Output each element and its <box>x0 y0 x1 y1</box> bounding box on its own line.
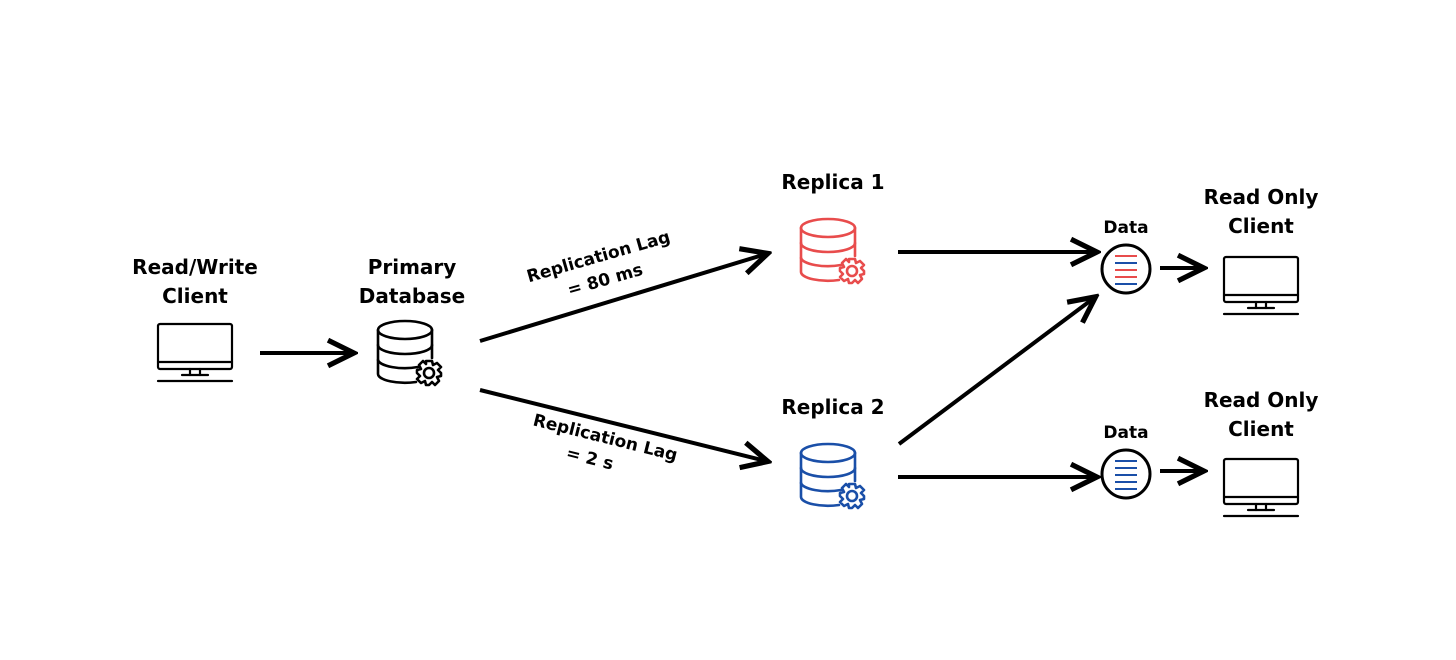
replica-1-node: Replica 1 <box>781 170 885 285</box>
read-only-client-1-label-line1: Read Only <box>1204 185 1319 209</box>
database-gear-icon <box>799 217 866 285</box>
edge-primary-to-replica-1 <box>479 254 766 343</box>
database-gear-icon <box>799 442 866 510</box>
read-write-client-node: Read/Write Client <box>132 255 258 383</box>
database-gear-icon <box>376 319 443 387</box>
read-only-client-1-node: Read Only Client <box>1204 185 1319 316</box>
replica-2-node: Replica 2 <box>781 395 885 510</box>
monitor-icon <box>1222 457 1300 518</box>
monitor-icon <box>156 322 234 383</box>
read-write-client-label-line1: Read/Write <box>132 255 258 279</box>
replication-lag-label-1: Replication Lag = 80 ms <box>525 227 673 300</box>
primary-database-label-line1: Primary <box>368 255 457 279</box>
edge-replica-2-to-data-1 <box>897 298 1094 446</box>
replica-2-label: Replica 2 <box>781 395 884 419</box>
data-1-label: Data <box>1103 218 1148 238</box>
data-record-icon <box>1100 448 1152 500</box>
data-2-label: Data <box>1103 423 1148 443</box>
replica-1-label: Replica 1 <box>781 170 884 194</box>
read-only-client-2-label-line1: Read Only <box>1204 388 1319 412</box>
edge-primary-to-replica-2 <box>479 388 766 461</box>
primary-database-node: Primary Database <box>359 255 465 387</box>
data-2-node: Data <box>1100 423 1152 500</box>
monitor-icon <box>1222 255 1300 316</box>
read-only-client-2-label-line2: Client <box>1228 417 1294 441</box>
data-1-node: Data <box>1100 218 1152 295</box>
read-only-client-2-node: Read Only Client <box>1204 388 1319 518</box>
data-record-icon <box>1100 243 1152 295</box>
read-only-client-1-label-line2: Client <box>1228 214 1294 238</box>
primary-database-label-line2: Database <box>359 284 465 308</box>
read-write-client-label-line2: Client <box>162 284 228 308</box>
